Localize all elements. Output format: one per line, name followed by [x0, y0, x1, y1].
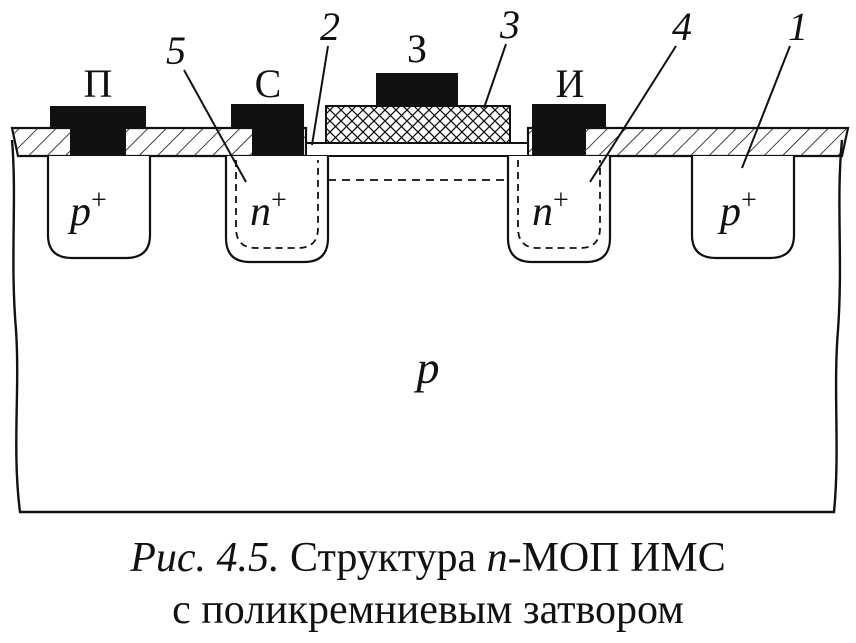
- p-plus-label-left: p+: [67, 185, 107, 235]
- caption-title-n: n: [486, 535, 508, 581]
- callout-1-leader: [741, 45, 791, 169]
- p-plus-well-left: [46, 156, 152, 260]
- callout-3-leader: [483, 43, 507, 109]
- terminal-label-gate: З: [407, 26, 427, 71]
- n-plus-drain: [224, 156, 330, 264]
- p-plus-label-right: p+: [717, 185, 757, 235]
- callout-2: 2: [320, 4, 340, 49]
- callout-4-leader: [589, 45, 677, 183]
- nmos-structure-diagram: П С З И p+ n+ n+ p+ p 5 2 3 4 1: [10, 2, 850, 514]
- metal-contact-body: [50, 106, 146, 156]
- source-dashed-boundary: [517, 160, 601, 249]
- terminal-label-drain: С: [255, 61, 282, 106]
- substrate-outline: [10, 139, 844, 514]
- callout-3: 3: [499, 2, 520, 47]
- callout-5-leader: [183, 69, 247, 183]
- callout-4: 4: [672, 4, 692, 49]
- metal-contact-source: [532, 104, 606, 156]
- callout-1: 1: [788, 4, 808, 49]
- terminal-label-source: И: [556, 61, 585, 106]
- polysilicon-gate: [325, 105, 511, 144]
- caption-line-1: Рис. 4.5. Структура n-МОП ИМС: [0, 532, 856, 584]
- figure-caption: Рис. 4.5. Структура n-МОП ИМС с поликрем…: [0, 532, 856, 636]
- caption-title-part-a: Структура: [290, 535, 477, 581]
- metal-contact-drain: [231, 104, 304, 156]
- metal-contact-gate: [376, 73, 458, 106]
- p-plus-well-right: [690, 156, 796, 260]
- callout-2-leader: [311, 45, 329, 146]
- caption-line-2: с поликремниевым затвором: [172, 587, 684, 633]
- n-plus-source: [506, 156, 612, 264]
- substrate-label: p: [414, 342, 440, 393]
- terminal-label-body: П: [84, 61, 113, 106]
- gate-oxide: [305, 142, 529, 157]
- drain-dashed-boundary: [235, 160, 319, 249]
- callout-5: 5: [166, 28, 186, 73]
- n-plus-label-drain: n+: [250, 185, 287, 235]
- caption-title-part-b: -МОП ИМС: [507, 535, 726, 581]
- n-plus-label-source: n+: [532, 185, 569, 235]
- caption-figure-number: Рис. 4.5.: [130, 535, 280, 581]
